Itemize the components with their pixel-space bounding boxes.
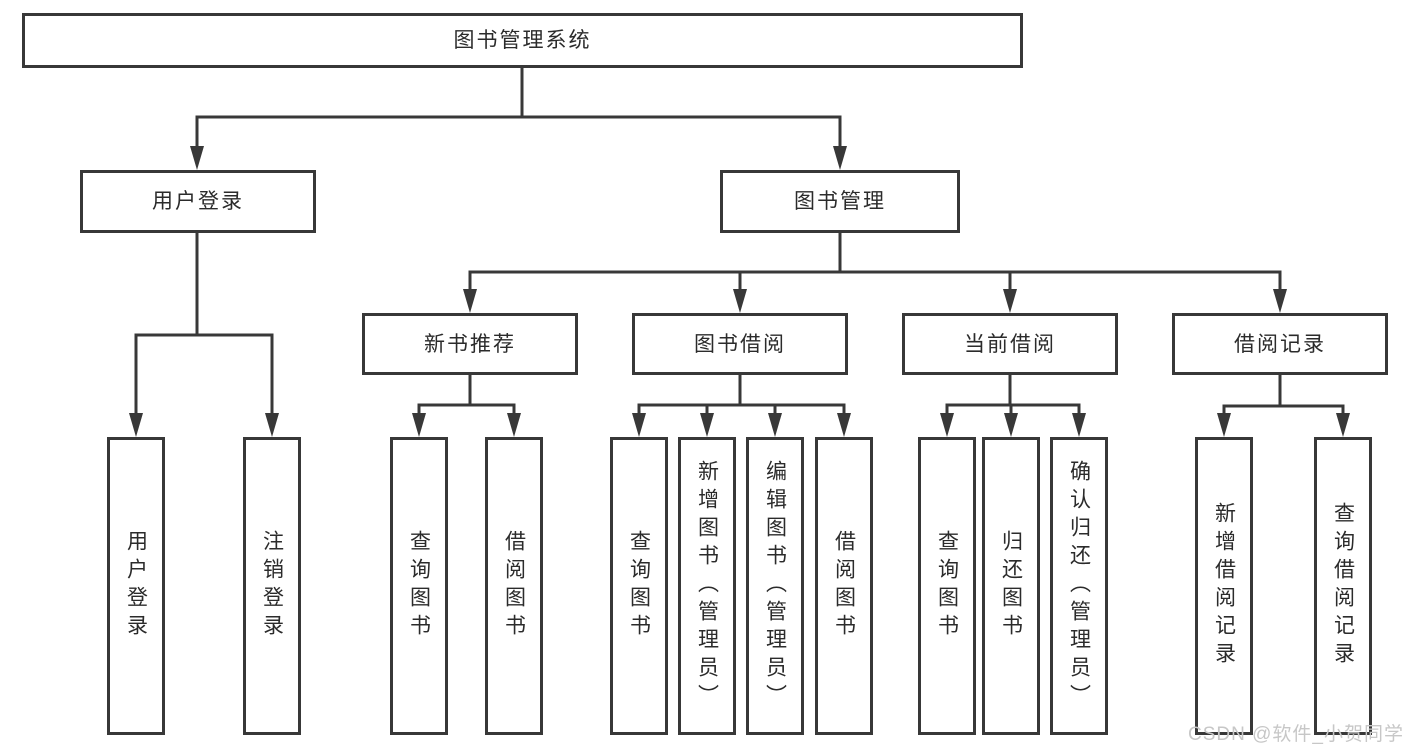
arrowhead-icon [837, 413, 851, 437]
node-label: 查询借阅记录 [1331, 502, 1355, 670]
node-label: 借阅记录 [1234, 332, 1326, 356]
arrowhead-icon [507, 413, 521, 437]
leaf-add-books-admin: 新增图书（管理员） [678, 437, 736, 735]
leaf-confirm-return-admin: 确认归还（管理员） [1050, 437, 1108, 735]
arrowhead-icon [940, 413, 954, 437]
node-borrowing-records: 借阅记录 [1172, 313, 1388, 375]
leaf-add-borrow-record: 新增借阅记录 [1195, 437, 1253, 735]
node-label: 归还图书 [999, 530, 1023, 642]
leaf-query-books-borrowing: 查询图书 [610, 437, 668, 735]
node-book-management: 图书管理 [720, 170, 960, 233]
leaf-query-books-current: 查询图书 [918, 437, 976, 735]
arrowhead-icon [733, 289, 747, 313]
node-library-management-system: 图书管理系统 [22, 13, 1023, 68]
arrowhead-icon [632, 413, 646, 437]
node-label: 用户登录 [152, 190, 244, 213]
leaf-query-borrow-record: 查询借阅记录 [1314, 437, 1372, 735]
leaf-edit-books-admin: 编辑图书（管理员） [746, 437, 804, 735]
arrowhead-icon [1336, 413, 1350, 437]
connector-paths [134, 66, 1345, 417]
arrowhead-icon [1217, 413, 1231, 437]
node-label: 新书推荐 [424, 332, 516, 356]
arrowhead-icon [700, 413, 714, 437]
arrowhead-icon [1072, 413, 1086, 437]
leaf-query-books-recommend: 查询图书 [390, 437, 448, 735]
node-label: 新增图书（管理员） [695, 460, 719, 712]
node-label: 确认归还（管理员） [1067, 460, 1091, 712]
arrowhead-icon [129, 413, 143, 437]
node-current-borrowing: 当前借阅 [902, 313, 1118, 375]
node-label: 编辑图书（管理员） [763, 460, 787, 712]
node-label: 借阅图书 [502, 530, 526, 642]
leaf-logout: 注销登录 [243, 437, 301, 735]
node-label: 当前借阅 [964, 332, 1056, 356]
node-user-login: 用户登录 [80, 170, 316, 233]
arrowhead-icon [190, 146, 204, 170]
node-label: 查询图书 [407, 530, 431, 642]
csdn-watermark: CSDN @软件_小贺同学 [1188, 724, 1404, 745]
leaf-return-books: 归还图书 [982, 437, 1040, 735]
node-label: 查询图书 [935, 530, 959, 642]
arrowhead-icon [1003, 289, 1017, 313]
arrowhead-icon [412, 413, 426, 437]
arrowhead-icon [1273, 289, 1287, 313]
node-label: 注销登录 [260, 530, 284, 642]
node-label: 新增借阅记录 [1212, 502, 1236, 670]
node-new-book-recommendation: 新书推荐 [362, 313, 578, 375]
arrowhead-icon [463, 289, 477, 313]
node-label: 查询图书 [627, 530, 651, 642]
arrowhead-icon [265, 413, 279, 437]
arrowheads [129, 146, 1350, 437]
node-label: 用户登录 [124, 530, 148, 642]
arrowhead-icon [768, 413, 782, 437]
node-book-borrowing: 图书借阅 [632, 313, 848, 375]
leaf-borrow-books-recommend: 借阅图书 [485, 437, 543, 735]
node-label: 图书管理系统 [453, 29, 592, 52]
arrowhead-icon [833, 146, 847, 170]
node-label: 借阅图书 [832, 530, 856, 642]
node-label: 图书借阅 [694, 332, 786, 356]
arrowhead-icon [1004, 413, 1018, 437]
leaf-borrow-books: 借阅图书 [815, 437, 873, 735]
node-label: 图书管理 [794, 190, 886, 213]
leaf-user-login: 用户登录 [107, 437, 165, 735]
